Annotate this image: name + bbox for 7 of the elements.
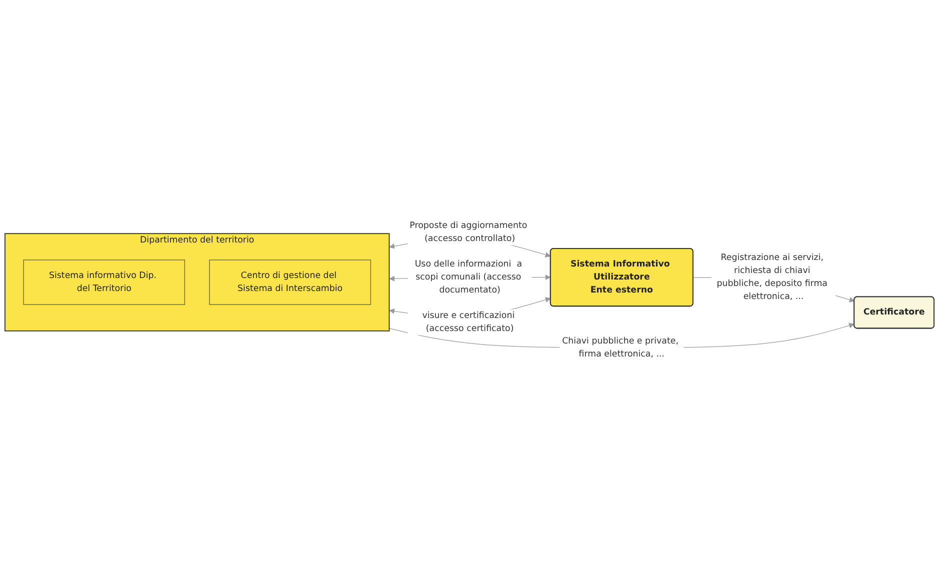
edge-label: Uso delle informazioni a scopi comunali (accesso documentato) bbox=[414, 259, 522, 295]
edge-label: Chiavi pubbliche e private, firma elettronica, ... bbox=[562, 336, 678, 359]
node-box: Centro di gestione del Sistema di Interscambio bbox=[209, 260, 371, 305]
edge-label: Proposte di aggiornamento (accesso controllato) bbox=[410, 220, 528, 244]
edge-label: visure e certificazioni (accesso certificato) bbox=[422, 310, 515, 334]
edge-label: Registrazione ai servizi, richiesta di chiavi pubbliche, deposito firma elettronica, ... bbox=[716, 252, 828, 302]
node-box: Sistema informativo Dip. del Territorio bbox=[23, 260, 185, 305]
